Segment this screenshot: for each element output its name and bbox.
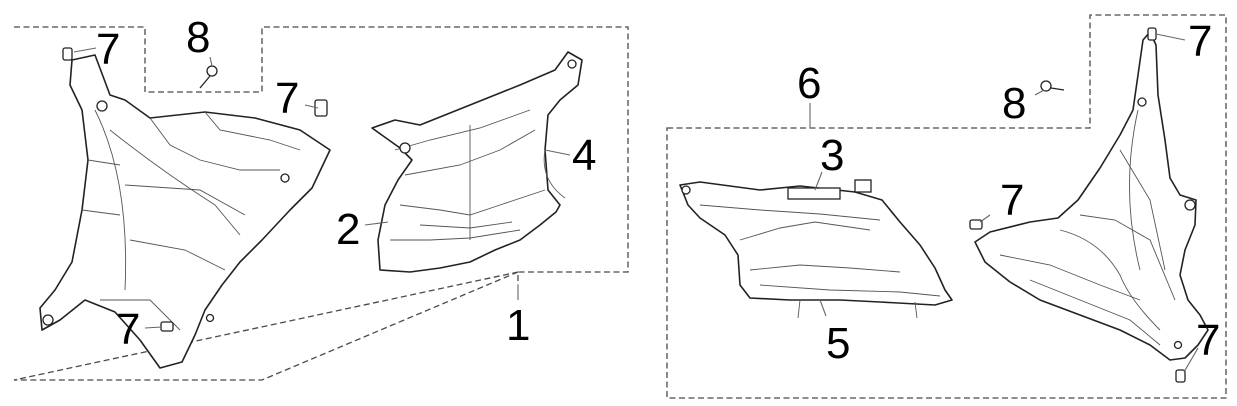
callout-7-mid-right: 7 [1000, 176, 1024, 225]
leader-lines [73, 33, 1199, 373]
callout-4-left: 4 [572, 131, 596, 180]
callout-8-right: 8 [1002, 79, 1026, 128]
callout-2-left: 2 [336, 205, 360, 254]
inner-cover-left-part [39, 54, 331, 369]
inner-cover-right-part [974, 31, 1209, 361]
group-6-frame [666, 14, 1227, 399]
screw-8-right [1040, 80, 1065, 92]
clip-7-mid-right [969, 219, 983, 230]
group-1-frame [13, 26, 629, 381]
clip-7-bottom-left [160, 321, 174, 332]
callout-8-left: 8 [186, 13, 210, 62]
clip-7-top-right [1147, 27, 1157, 41]
callout-7-top-left: 7 [96, 25, 120, 74]
clip-7-mid-left [314, 99, 328, 117]
screw-8-left [199, 65, 218, 89]
callout-6-right: 6 [797, 59, 821, 108]
callout-7-bottom-right: 7 [1196, 316, 1220, 365]
callout-7-top-right: 7 [1188, 17, 1212, 66]
clip-7-bottom-right [1175, 369, 1186, 383]
bracket-panel-left-part [371, 51, 583, 273]
callout-1-left: 1 [506, 301, 530, 350]
inner-panel-right-part [679, 179, 953, 319]
callout-7-mid-left: 7 [275, 74, 299, 123]
callout-5-right: 5 [826, 319, 850, 368]
callout-3-right: 3 [820, 131, 844, 180]
clip-7-top-left [62, 47, 73, 61]
callout-7-bottom-left: 7 [116, 305, 140, 354]
